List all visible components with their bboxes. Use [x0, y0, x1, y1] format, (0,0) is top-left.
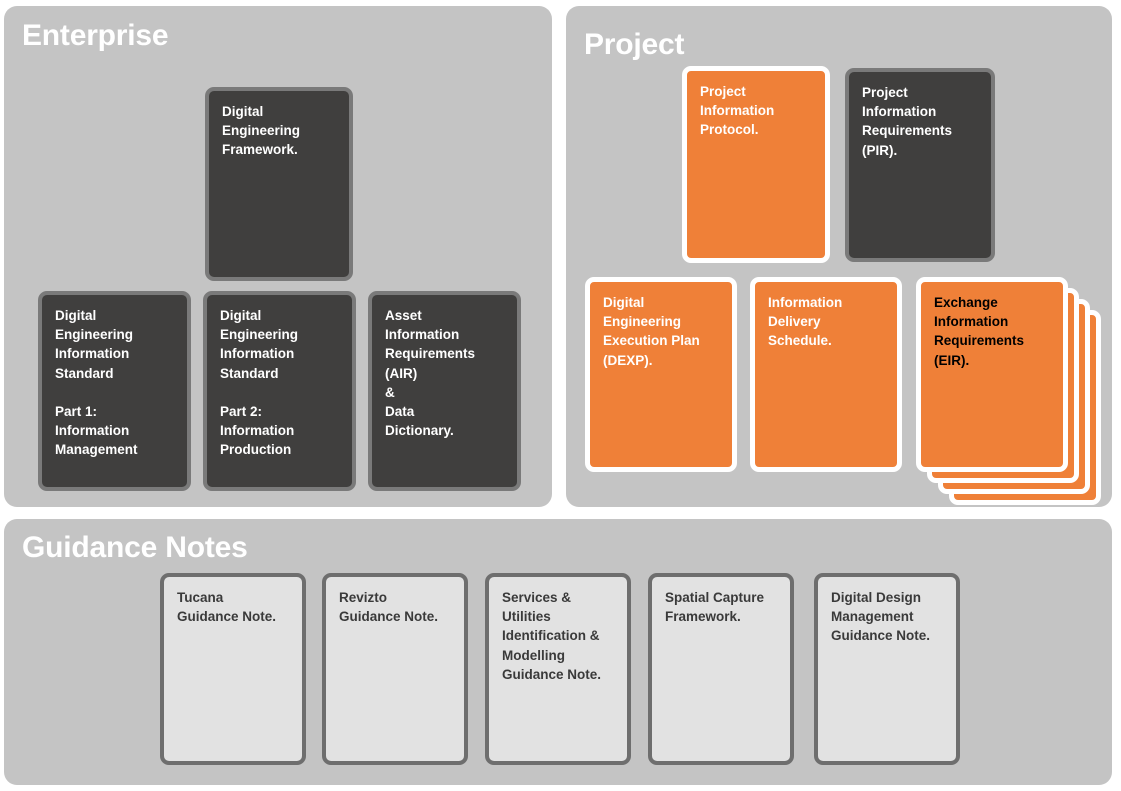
card-spatial-capture-framework[interactable]: Spatial Capture Framework.	[648, 573, 794, 765]
card-digital-design-management-guidance-note[interactable]: Digital Design Management Guidance Note.	[814, 573, 960, 765]
card-label: Digital Engineering Execution Plan (DEXP…	[603, 295, 700, 368]
card-label: Project Information Requirements (PIR).	[862, 85, 953, 158]
card-air-and-data-dictionary[interactable]: Asset Information Requirements (AIR) & D…	[368, 291, 521, 491]
panel-enterprise-title: Enterprise	[22, 19, 169, 52]
card-services-utilities-guidance-note[interactable]: Services & Utilities Identification & Mo…	[485, 573, 631, 765]
card-label: Information Delivery Schedule.	[768, 295, 843, 349]
panel-project-title: Project	[584, 28, 685, 61]
card-label: Asset Information Requirements (AIR) & D…	[385, 308, 476, 439]
card-dexp[interactable]: Digital Engineering Execution Plan (DEXP…	[585, 277, 737, 472]
card-label: Digital Engineering Information Standard…	[220, 308, 299, 458]
card-tucana-guidance-note[interactable]: Tucana Guidance Note.	[160, 573, 306, 765]
card-label: Tucana Guidance Note.	[177, 590, 277, 625]
card-project-information-protocol[interactable]: Project Information Protocol.	[682, 66, 830, 263]
card-deis-part-2[interactable]: Digital Engineering Information Standard…	[203, 291, 356, 491]
card-deis-part-1[interactable]: Digital Engineering Information Standard…	[38, 291, 191, 491]
card-information-delivery-schedule[interactable]: Information Delivery Schedule.	[750, 277, 902, 472]
card-label: Digital Engineering Framework.	[222, 104, 301, 158]
card-revizto-guidance-note[interactable]: Revizto Guidance Note.	[322, 573, 468, 765]
card-label: Project Information Protocol.	[700, 84, 775, 138]
card-label: Exchange Information Requirements (EIR).	[934, 295, 1025, 368]
card-exchange-information-requirements[interactable]: Exchange Information Requirements (EIR).	[916, 277, 1068, 472]
card-label: Digital Design Management Guidance Note.	[831, 590, 931, 644]
card-label: Revizto Guidance Note.	[339, 590, 439, 625]
panel-guidance-notes-title: Guidance Notes	[22, 531, 248, 564]
card-label: Digital Engineering Information Standard…	[55, 308, 138, 458]
card-label: Services & Utilities Identification & Mo…	[502, 590, 602, 682]
card-digital-engineering-framework[interactable]: Digital Engineering Framework.	[205, 87, 353, 281]
card-label: Spatial Capture Framework.	[665, 590, 765, 625]
card-project-information-requirements[interactable]: Project Information Requirements (PIR).	[845, 68, 995, 262]
card-stack-exchange-information-requirements[interactable]: Exchange Information Requirements (EIR).	[916, 277, 1106, 507]
